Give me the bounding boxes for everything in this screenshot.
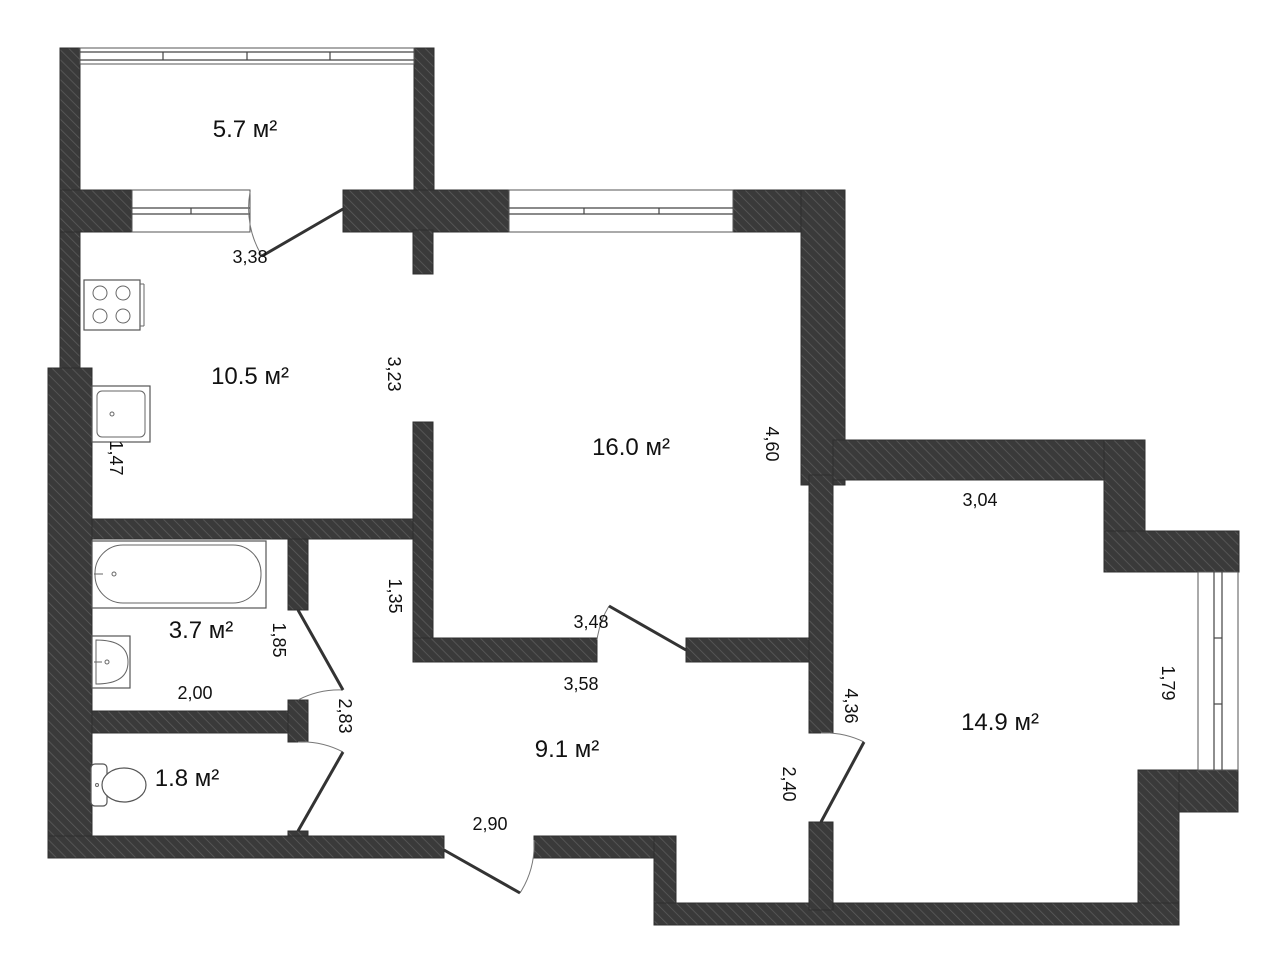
bathroom-door [296, 609, 345, 701]
living-room-window [508, 189, 734, 233]
hall-bedroom-wall-upper [808, 474, 834, 734]
dim-label: 3,23 [384, 356, 404, 391]
dim-label: 3,04 [962, 490, 997, 510]
living-room-area: 16.0 м² [592, 434, 670, 461]
bathtub-icon [91, 540, 267, 609]
balcony-wall-left [59, 47, 81, 194]
balcony-window [79, 47, 415, 65]
fixtures [83, 279, 267, 807]
living-hall-wall-right [685, 637, 822, 663]
kitchen-area: 10.5 м² [211, 363, 289, 390]
dim-label: 1,85 [269, 622, 289, 657]
dim-label: 2,00 [177, 683, 212, 703]
dim-label: 2,90 [472, 814, 507, 834]
bedroom-area: 14.9 м² [961, 709, 1039, 736]
room-labels: 5.7 м² 10.5 м² 16.0 м² 14.9 м² 3.7 м² 1.… [155, 116, 1039, 792]
toilet-area: 1.8 м² [155, 765, 220, 792]
hall-bedroom-wall-lower [808, 821, 834, 911]
north-wall-middle [342, 189, 510, 233]
bedroom-east-lower-wall [1137, 769, 1180, 926]
north-wall-left [59, 189, 133, 233]
living-wall-east [800, 189, 846, 486]
dim-label: 2,40 [779, 766, 799, 801]
south-wall-left [47, 835, 445, 859]
kitchen-window [131, 189, 251, 233]
west-wall [47, 367, 93, 859]
dim-label: 1,47 [106, 440, 126, 475]
bay-top-wall [1103, 530, 1240, 573]
balcony-wall-right [413, 47, 435, 194]
dim-label: 3,38 [232, 247, 267, 267]
balcony-area: 5.7 м² [213, 116, 278, 143]
living-hall-wall-left [412, 637, 598, 663]
living-room-door [596, 604, 687, 652]
south-wall-right [653, 902, 1180, 926]
dim-label: 3,48 [573, 612, 608, 632]
dim-label: 4,36 [841, 688, 861, 723]
dim-label: 1,79 [1158, 665, 1178, 700]
stove-icon [83, 279, 145, 331]
doors [248, 191, 866, 895]
dim-label: 4,60 [762, 426, 782, 461]
bath-toilet-wall [91, 710, 289, 734]
dim-label: 2,83 [335, 698, 355, 733]
balcony-door [248, 191, 344, 258]
walls [47, 47, 1240, 926]
bathroom-area: 3.7 м² [169, 617, 234, 644]
dim-label: 1,35 [385, 578, 405, 613]
bathroom-sink-icon [91, 635, 131, 689]
bedroom-door [819, 732, 866, 823]
bedroom-north-wall [832, 439, 1146, 481]
kitchen-partition-lower [412, 421, 434, 663]
dimension-labels: 3,38 3,23 1,47 4,60 3,04 1,35 3,48 3,58 … [106, 247, 1178, 834]
kitchen-sink-icon [91, 385, 151, 443]
toilet-icon [90, 763, 147, 807]
bedroom-window [1197, 571, 1239, 771]
dim-label: 3,58 [563, 674, 598, 694]
kitchen-bath-wall [91, 518, 414, 540]
entrance-door [443, 839, 535, 895]
bath-toilet-wall-post [287, 699, 309, 743]
windows [79, 47, 1239, 771]
toilet-door [296, 741, 345, 832]
bath-partition [287, 538, 309, 611]
kitchen-partition-stub [412, 229, 434, 275]
hallway-area: 9.1 м² [535, 736, 600, 763]
